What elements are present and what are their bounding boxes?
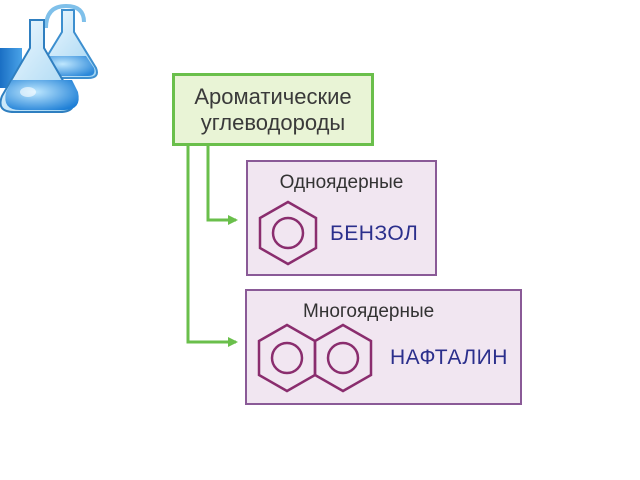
root-label-line2: углеводороды — [200, 109, 346, 135]
arrow-to-polynuclear — [186, 146, 238, 347]
mononuclear-node: Одноядерные БЕНЗОЛ — [246, 160, 437, 276]
benzene-ring-icon — [258, 200, 318, 266]
polynuclear-title: Многоядерные — [303, 301, 435, 322]
aromatic-hydrocarbons-node: Ароматические углеводороды — [172, 73, 374, 146]
chemistry-flasks-icon — [0, 3, 98, 113]
root-label-line1: Ароматические — [194, 83, 352, 109]
arrow-to-mononuclear — [206, 146, 238, 225]
polynuclear-node: Многоядерные НАФТАЛИН — [245, 289, 522, 405]
benzene-label: БЕНЗОЛ — [330, 222, 419, 245]
naphthalene-label: НАФТАЛИН — [390, 346, 508, 369]
naphthalene-rings-icon — [257, 323, 373, 393]
mononuclear-title: Одноядерные — [279, 172, 404, 193]
